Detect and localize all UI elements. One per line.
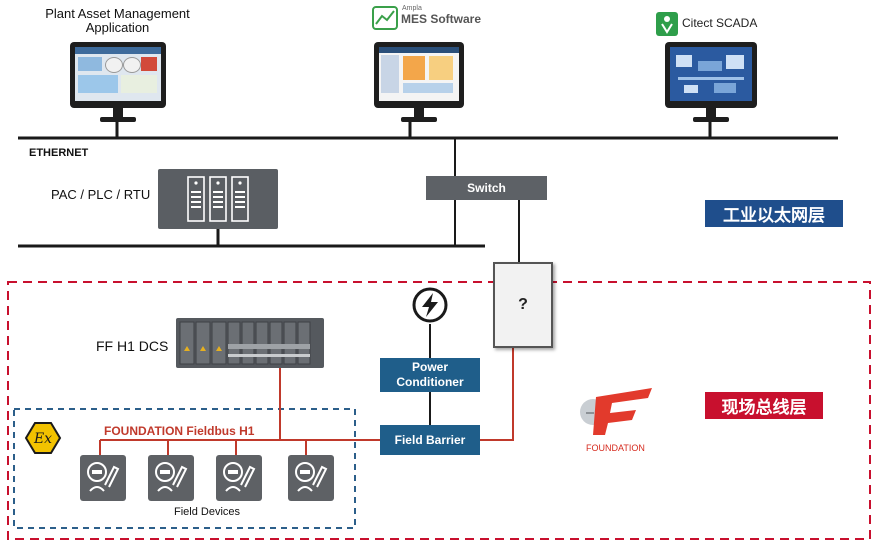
field-device-icon [148, 455, 194, 501]
pac-label: PAC / PLC / RTU [51, 187, 151, 202]
foundation-logo-icon [580, 388, 652, 435]
lightning-icon [412, 287, 448, 323]
scada-label: Citect SCADA [682, 16, 758, 30]
barrier-to-unknown [480, 345, 514, 441]
field-device-icon [216, 455, 262, 501]
field-devices-label: Field Devices [174, 506, 241, 518]
fieldbus-h1-label: FOUNDATION Fieldbus H1 [104, 424, 255, 438]
unknown-mark: ? [518, 296, 528, 313]
ethernet-label: ETHERNET [29, 147, 89, 159]
power-conditioner-box: Power Conditioner [380, 358, 480, 392]
dcs-label: FF H1 DCS [96, 338, 169, 354]
plant-asset-label: Plant Asset Management Application [45, 6, 190, 35]
switch-box: Switch [426, 176, 547, 200]
ethernet-layer-tag: 工业以太网层 [705, 200, 843, 227]
hazard-ex-text: Ex [33, 431, 52, 447]
fieldbus-boundary [7, 281, 871, 540]
unknown-device-box: ? [493, 262, 553, 348]
field-device-icon [80, 455, 126, 501]
mes-brand: Ampla [402, 5, 422, 12]
dcs-device-icon [176, 318, 324, 368]
controller-rack-icon [158, 169, 278, 229]
mes-monitor [374, 42, 464, 124]
hazard-ex-icon: Ex [24, 422, 62, 454]
field-barrier-box: Field Barrier [380, 425, 480, 455]
ampla-logo-icon [372, 6, 398, 30]
mes-label: MES Software [401, 12, 482, 26]
scada-monitor [665, 42, 757, 124]
field-device-icon [288, 455, 334, 501]
citect-logo-icon [656, 12, 678, 36]
foundation-logo-text: FOUNDATION [586, 443, 645, 453]
plant-asset-monitor [70, 42, 166, 124]
fieldbus-layer-tag: 现场总线层 [705, 392, 823, 419]
hazard-area-boundary [13, 408, 356, 529]
